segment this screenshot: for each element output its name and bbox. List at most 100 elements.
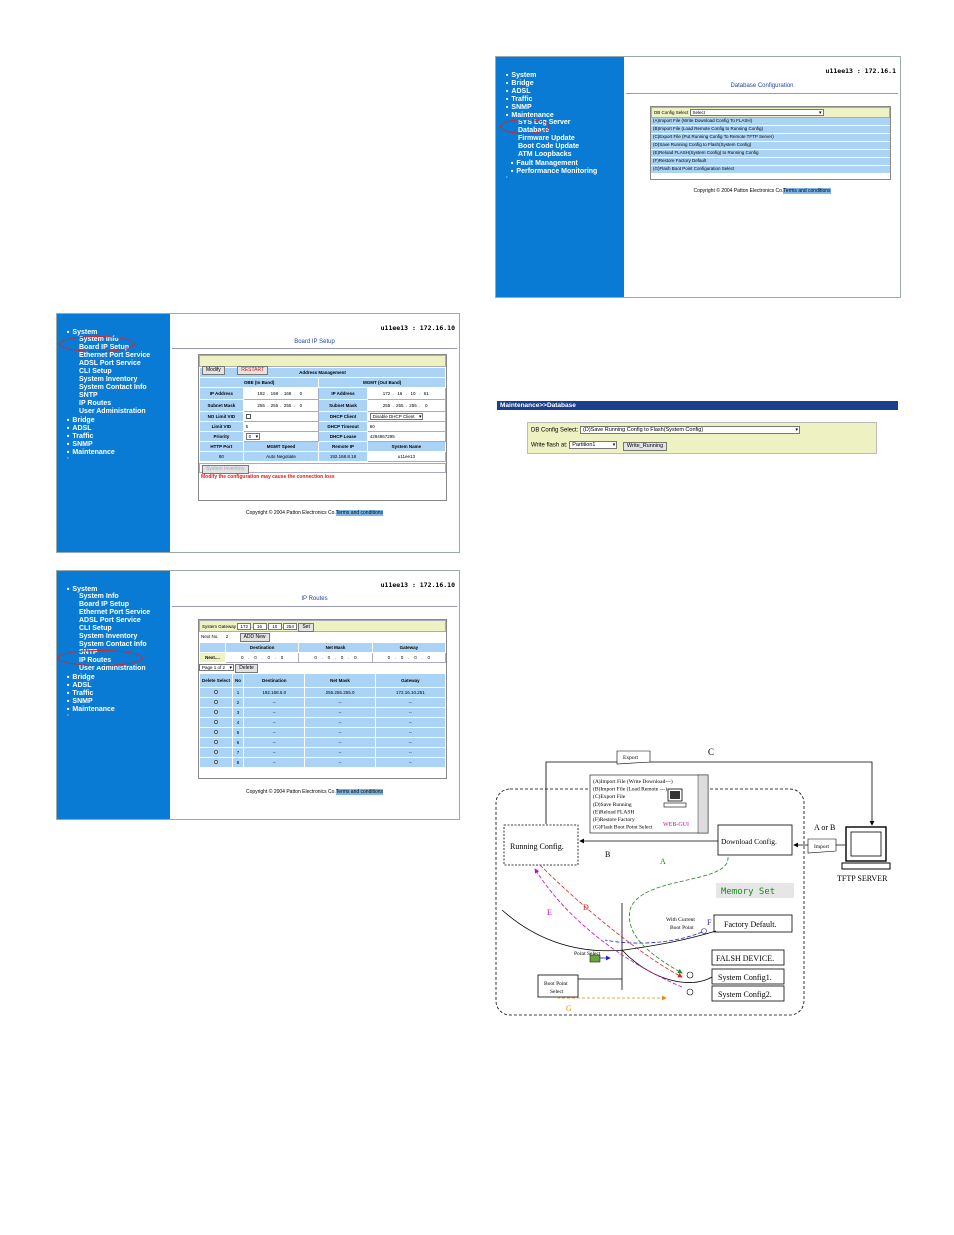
gateway-octet[interactable]: 10 — [267, 623, 282, 631]
ip-in-field[interactable]: 192.168.168.0 — [242, 387, 320, 400]
ip-octet[interactable]: 192 — [257, 391, 265, 396]
delete-radio[interactable] — [214, 760, 218, 764]
db-option[interactable]: (F)Restore Factory Default — [651, 158, 890, 166]
ip-octet[interactable]: 168 — [283, 391, 292, 396]
partition-select[interactable]: Partition1 — [569, 441, 618, 449]
ip-octet[interactable]: 255 — [283, 403, 292, 408]
ip-octet[interactable]: 255 — [382, 403, 391, 408]
menu-item[interactable]: Bridge — [57, 673, 170, 681]
delete-radio[interactable] — [214, 740, 218, 744]
menu-item[interactable]: ADSL Port Service — [79, 617, 141, 624]
menu-item[interactable]: Ethernet Port Service — [79, 609, 151, 616]
menu-item[interactable]: SNTP — [79, 392, 98, 399]
ip-octet[interactable]: 0 — [387, 655, 391, 660]
terms-link[interactable]: Terms and conditions — [335, 789, 384, 795]
ip-octet[interactable]: 16 — [397, 391, 403, 396]
nolimit-checkbox[interactable] — [242, 411, 320, 422]
dhcp-lease-input[interactable]: 4294967295 — [366, 431, 447, 442]
menu-item[interactable]: SNMP — [57, 440, 170, 448]
menu-item[interactable]: System — [496, 71, 624, 79]
modify-button[interactable]: Modify — [202, 366, 225, 375]
terms-link[interactable]: Terms and conditions — [335, 510, 384, 516]
menu-item[interactable]: System Info — [79, 593, 119, 600]
menu-item[interactable]: System — [57, 585, 170, 593]
write-running-button[interactable]: Write_Running — [622, 441, 668, 451]
set-button[interactable]: Set — [298, 623, 314, 632]
ip-octet[interactable]: 0 — [327, 655, 331, 660]
mask-input[interactable]: 0.0.0.0 — [298, 652, 373, 663]
menu-item[interactable]: System Contact Info — [79, 641, 147, 648]
ip-octet[interactable]: 255 — [409, 403, 417, 408]
ip-octet[interactable]: 0 — [254, 655, 257, 660]
menu-item[interactable]: Fault Management — [496, 159, 624, 167]
gw-input[interactable]: 0.0.0.0 — [371, 652, 447, 663]
gateway-octet[interactable]: 172 — [237, 623, 252, 631]
ip-octet[interactable]: 255 — [257, 403, 265, 408]
delete-radio[interactable] — [214, 690, 218, 694]
menu-item[interactable]: SNMP — [496, 103, 624, 111]
ip-octet[interactable]: 0 — [280, 655, 284, 660]
db-option[interactable]: (D)Save Running Config to Flash(System C… — [651, 142, 890, 150]
menu-item[interactable]: SNMP — [57, 697, 170, 705]
ip-octet[interactable]: 0 — [354, 655, 357, 660]
ip-octet[interactable]: 0 — [427, 655, 430, 660]
menu-item[interactable]: CLI Setup — [79, 368, 112, 375]
ip-octet[interactable]: 0 — [414, 655, 417, 660]
dhcp-timeout-input[interactable]: 60 — [366, 421, 447, 432]
system-inventory-button[interactable]: System Inventory — [202, 465, 249, 474]
dhcp-client-select[interactable]: Disable DHCP Client — [369, 413, 424, 420]
ip-out-field[interactable]: 172.16.10.61 — [366, 387, 447, 400]
ip-octet[interactable]: 168 — [270, 391, 279, 396]
ip-octet[interactable]: 0 — [267, 655, 271, 660]
gateway-input[interactable]: 172.16.10.254 — [237, 623, 298, 631]
ip-octet[interactable]: 0 — [299, 403, 303, 408]
mask-out-field[interactable]: 255.255.255.0 — [366, 399, 447, 412]
delete-radio[interactable] — [214, 730, 218, 734]
add-new-button[interactable]: ADD New — [239, 633, 270, 642]
priority-select[interactable]: 0 — [245, 433, 261, 440]
db-option[interactable]: (E)Reload FLASH(System Config) to Runnin… — [651, 150, 890, 158]
delete-radio[interactable] — [214, 700, 218, 704]
menu-item[interactable]: Boot Code Update — [518, 143, 580, 150]
menu-item[interactable]: Bridge — [57, 416, 170, 424]
menu-item[interactable]: Firmware Update — [518, 135, 575, 142]
db-option[interactable]: (G)Flash Boot Point Configuration Select — [651, 166, 890, 174]
db-option[interactable]: (C)Export File (Put Running Config To Re… — [651, 134, 890, 142]
ip-octet[interactable]: 255 — [270, 403, 279, 408]
menu-item[interactable]: CLI Setup — [79, 625, 112, 632]
menu-item[interactable]: Maintenance — [496, 111, 624, 119]
menu-item[interactable]: ATM Loopbacks — [518, 151, 572, 158]
menu-item[interactable]: Bridge — [496, 79, 624, 87]
gateway-octet[interactable]: 254 — [283, 623, 298, 631]
menu-item[interactable]: Traffic — [57, 689, 170, 697]
menu-item[interactable]: ADSL — [57, 424, 170, 432]
ip-octet[interactable]: 172 — [382, 391, 391, 396]
value-cell[interactable]: u11ee13 — [366, 451, 447, 462]
ip-octet[interactable]: 10 — [410, 391, 416, 396]
menu-item[interactable]: System — [57, 328, 170, 336]
ip-octet[interactable]: 255 — [395, 403, 404, 408]
ip-octet[interactable]: 0 — [425, 403, 428, 408]
menu-item[interactable]: ADSL — [496, 87, 624, 95]
ip-octet[interactable]: 0 — [241, 655, 244, 660]
db-option[interactable]: (B)Import File (Load Remote Config to Ru… — [651, 126, 890, 134]
limit-vid-input[interactable]: 5 — [242, 421, 320, 432]
page-select[interactable]: Page 1 of 2 — [199, 664, 235, 672]
menu-item[interactable]: Board IP Setup — [79, 601, 130, 608]
ip-octet[interactable]: 0 — [299, 391, 303, 396]
db-select[interactable]: Select — [689, 109, 824, 117]
menu-item[interactable]: Maintenance — [57, 705, 170, 713]
menu-item[interactable]: ADSL — [57, 681, 170, 689]
gateway-octet[interactable]: 16 — [252, 623, 267, 631]
ip-octet[interactable]: 0 — [340, 655, 344, 660]
menu-item[interactable]: Traffic — [57, 432, 170, 440]
menu-item[interactable]: Ethernet Port Service — [79, 352, 151, 359]
menu-item[interactable]: Traffic — [496, 95, 624, 103]
delete-radio[interactable] — [214, 710, 218, 714]
ip-octet[interactable]: 0 — [314, 655, 317, 660]
menu-item[interactable]: Performance Monitoring — [496, 167, 624, 175]
menu-item[interactable]: IP Routes — [79, 400, 112, 407]
restart-button[interactable]: RESTART — [237, 366, 269, 375]
menu-item[interactable]: System Inventory — [79, 633, 138, 640]
delete-button[interactable]: Delete — [235, 664, 258, 673]
